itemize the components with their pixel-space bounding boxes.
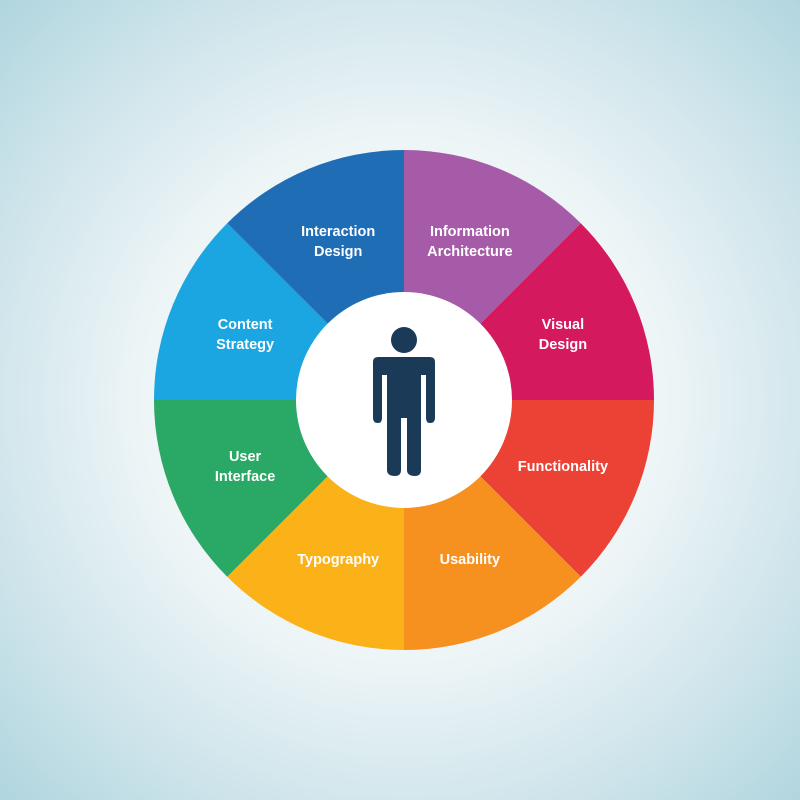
segment-label-line: Design bbox=[539, 337, 587, 353]
segment-label-line: Interface bbox=[215, 469, 275, 485]
segment-label-usability: Usability bbox=[440, 552, 500, 568]
segment-label-line: User bbox=[229, 449, 262, 465]
segment-label-line: Visual bbox=[542, 317, 584, 333]
segment-label-typography: Typography bbox=[297, 552, 379, 568]
segment-label-line: Information bbox=[430, 224, 510, 240]
segment-label-line: Usability bbox=[440, 552, 500, 568]
segment-label-line: Typography bbox=[297, 552, 379, 568]
segment-label-line: Content bbox=[218, 317, 273, 333]
person-icon bbox=[373, 327, 435, 476]
segment-label-line: Interaction bbox=[301, 224, 375, 240]
segment-label-line: Strategy bbox=[216, 337, 274, 353]
segment-label-line: Architecture bbox=[427, 244, 512, 260]
segment-label-functionality: Functionality bbox=[518, 459, 608, 475]
segment-label-line: Functionality bbox=[518, 459, 608, 475]
segment-label-line: Design bbox=[314, 244, 362, 260]
